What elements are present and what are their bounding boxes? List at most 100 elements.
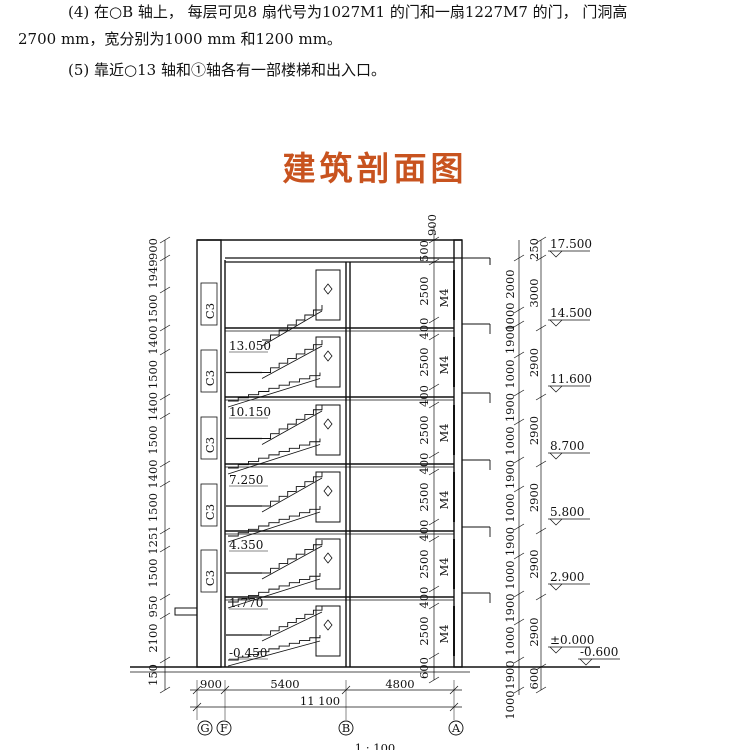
left-dimension: 1400 (146, 392, 160, 421)
stair-level: 10.150 (229, 405, 271, 419)
door-dimension: 500 (417, 240, 431, 262)
stair-flight (262, 340, 323, 373)
stair-flight (228, 573, 321, 603)
right-inner-dimension: 1000 (503, 302, 517, 331)
left-dimension: 1500 (146, 425, 160, 454)
right-inner-dimension: 1900 (503, 593, 517, 622)
door-m4 (315, 605, 341, 657)
stair-level: 1.770 (229, 596, 263, 610)
paragraph-5: (5) 靠近○13 轴和①轴各有一部楼梯和出入口。 (68, 61, 386, 79)
stair-level: 4.350 (229, 538, 263, 552)
window-label: C3 (203, 370, 217, 386)
left-dimension: 1400 (146, 459, 160, 488)
left-dimension: 1500 (146, 493, 160, 522)
axis-label: G (200, 721, 209, 735)
elevation-level: -0.600 (580, 645, 618, 659)
door-dimension: 400 (417, 385, 431, 407)
axis-bubble (338, 720, 354, 736)
stair-flight (228, 634, 321, 661)
door-dimension: 2500 (417, 347, 431, 376)
stair-flight (262, 540, 323, 574)
door-dimension: 2500 (417, 616, 431, 645)
right-outer-dimension: 2900 (527, 549, 541, 578)
bottom-dimension: 4800 (385, 677, 414, 691)
right-inner-dimension: 1000 (503, 690, 517, 719)
overall-dimension: 11 100 (300, 694, 340, 708)
left-dimension: 1949 (146, 259, 160, 288)
right-outer-dimension: 2900 (527, 483, 541, 512)
stair-flight (262, 606, 323, 636)
door-m4-label: M4 (437, 557, 451, 576)
right-inner-dimension: 1000 (503, 560, 517, 589)
axis-bubble (216, 720, 232, 736)
right-outer-dimension: 2900 (527, 617, 541, 646)
elevation-level: 14.500 (550, 306, 592, 320)
door-dimension: 400 (417, 587, 431, 609)
right-outer-dimension: 2900 (527, 416, 541, 445)
door-m4 (315, 471, 341, 523)
right-inner-dimension: 1900 (503, 527, 517, 556)
bottom-dimension: 5400 (270, 677, 299, 691)
right-inner-dimension: 1000 (503, 626, 517, 655)
left-dimension: 950 (146, 596, 160, 618)
bottom-dimension: 900 (200, 677, 222, 691)
door-m4-label: M4 (437, 624, 451, 643)
stair-flight (262, 404, 323, 439)
axis-label: F (220, 721, 228, 735)
paragraph-4-line-1: (4) 在○B 轴上， 每层可见8 扇代号为1027M1 的门和一扇1227M7… (68, 3, 628, 21)
stair-flight (228, 506, 321, 537)
window-c3 (200, 549, 218, 593)
right-inner-dimension: 1900 (503, 325, 517, 354)
door-m4-label: M4 (437, 355, 451, 374)
left-dimension: 150 (146, 664, 160, 686)
left-dimension: 2100 (146, 623, 160, 652)
door-dimension: 400 (417, 520, 431, 542)
door-dimension: 2500 (417, 549, 431, 578)
left-dimension: 1500 (146, 294, 160, 323)
left-dimension: 1500 (146, 558, 160, 587)
door-dimension: 400 (417, 318, 431, 340)
door-m4-label: M4 (437, 423, 451, 442)
door-m4 (315, 336, 341, 388)
window-label: C3 (203, 570, 217, 586)
elevation-level: 5.800 (550, 505, 584, 519)
window-label: C3 (203, 303, 217, 319)
left-dimension: 1251 (146, 525, 160, 554)
window-label: C3 (203, 437, 217, 453)
door-m4 (315, 404, 341, 456)
paragraph-4-line-2: 2700 mm，宽分别为1000 mm 和1200 mm。 (18, 30, 342, 48)
elevation-level: 8.700 (550, 439, 584, 453)
window-c3 (200, 483, 218, 527)
door-m4 (315, 538, 341, 590)
stair-level: -0.450 (229, 646, 267, 660)
door-dimension: 2500 (417, 276, 431, 305)
left-dimension: 1500 (146, 360, 160, 389)
door-m4 (315, 269, 341, 321)
door-m4-label: M4 (437, 490, 451, 509)
door-dimension: 2500 (417, 415, 431, 444)
right-outer-dimension: 600 (527, 668, 541, 690)
stair-flight (262, 471, 323, 507)
window-c3 (200, 416, 218, 460)
elevation-level: 2.900 (550, 570, 584, 584)
left-dimension: 900 (146, 238, 160, 260)
right-inner-dimension: 1900 (503, 660, 517, 689)
right-inner-dimension: 1000 (503, 493, 517, 522)
axis-bubble (448, 720, 464, 736)
roof-dimension: 900 (425, 214, 439, 236)
stair-flight (228, 438, 321, 469)
window-label: C3 (203, 504, 217, 520)
right-outer-dimension: 250 (527, 238, 541, 260)
right-outer-dimension: 3000 (527, 278, 541, 307)
door-dimension: 600 (417, 657, 431, 679)
window-c3 (200, 349, 218, 393)
door-m4-label: M4 (437, 288, 451, 307)
right-inner-dimension: 1900 (503, 460, 517, 489)
section-title: 建筑剖面图 (282, 149, 468, 188)
axis-label: A (451, 721, 461, 735)
stair-flight (262, 305, 323, 341)
axis-label: B (342, 721, 350, 735)
left-dimension: 1400 (146, 325, 160, 354)
stair-flight (228, 372, 321, 402)
